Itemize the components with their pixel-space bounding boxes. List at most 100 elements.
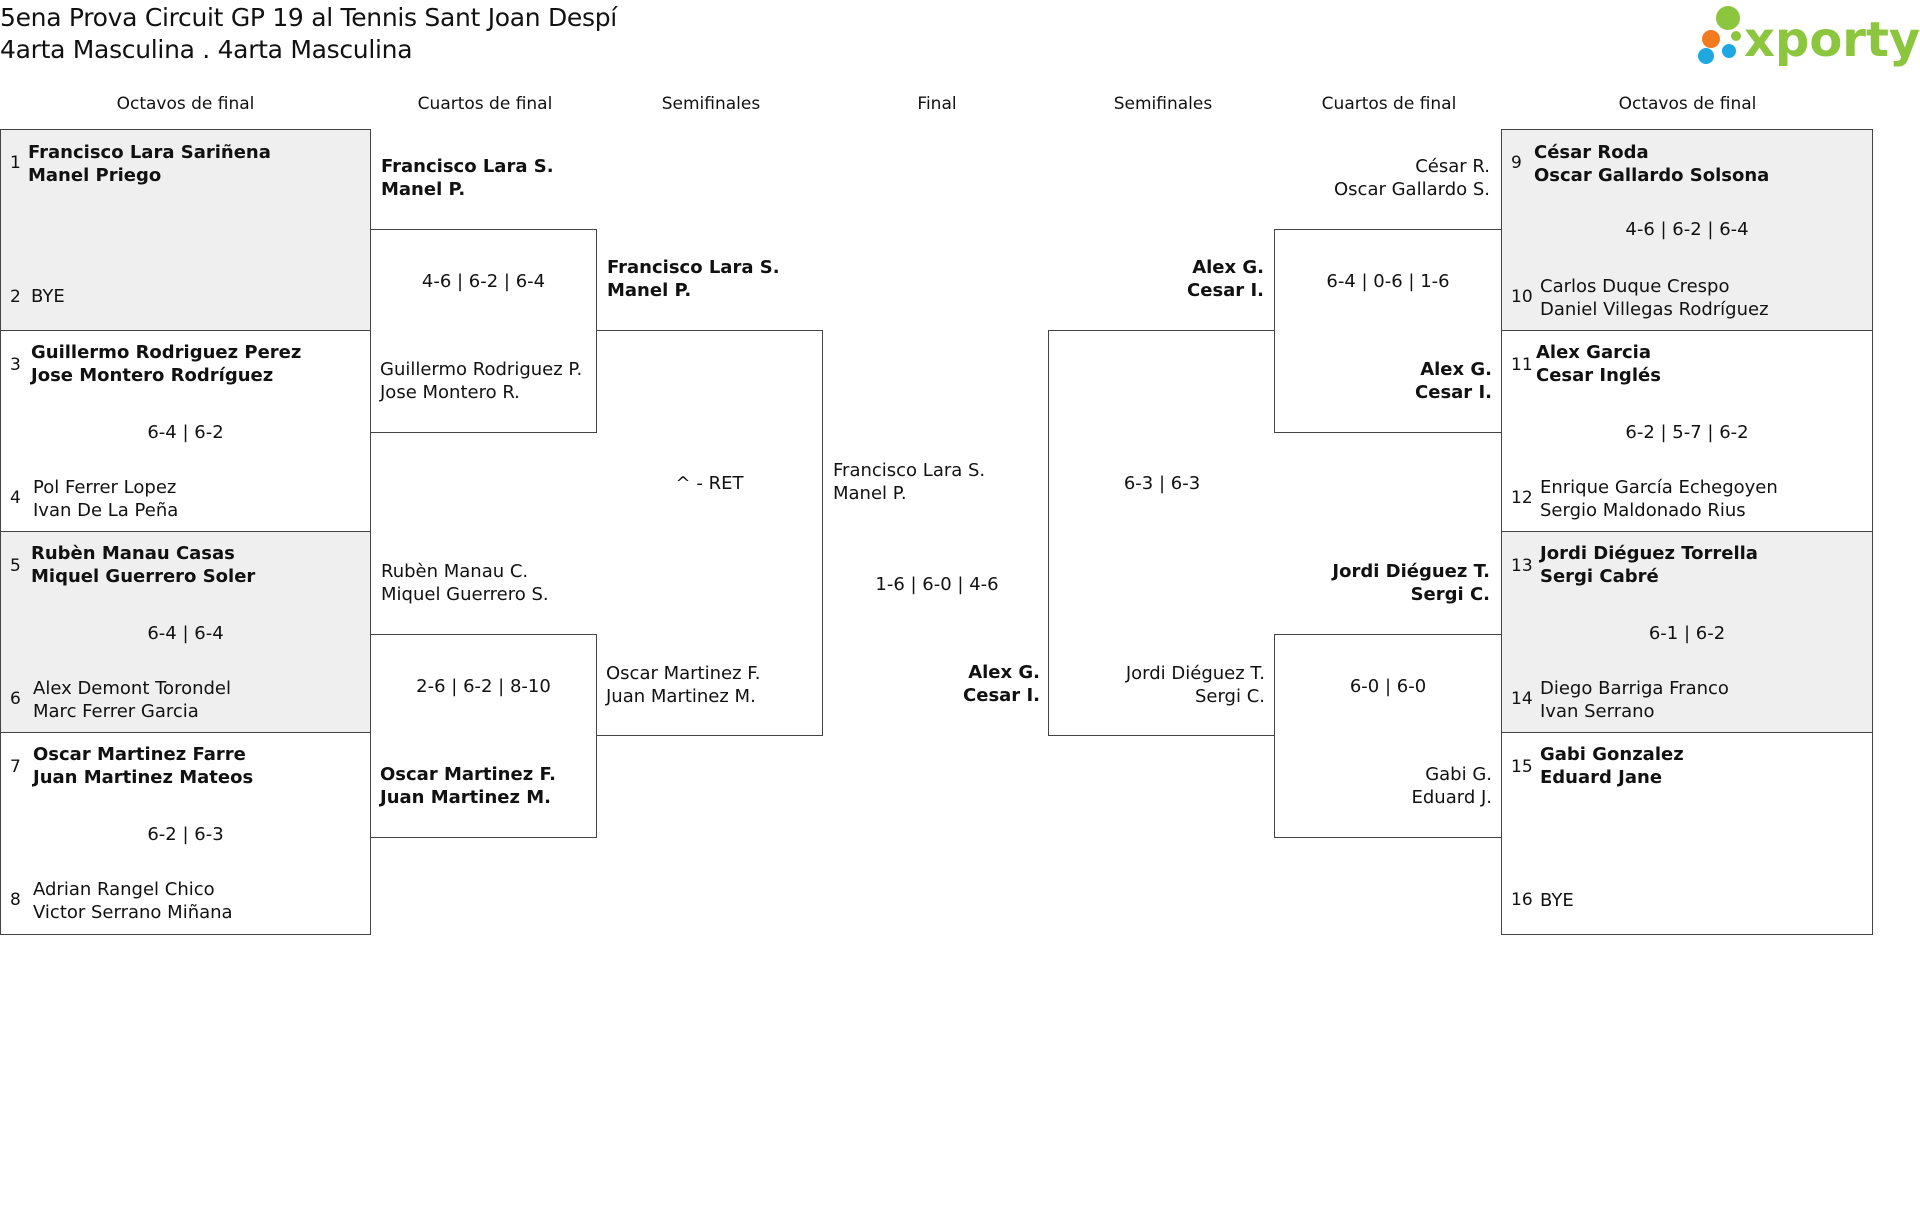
player-name: Sergi C. [1194, 686, 1265, 707]
player-name: Oscar Gallardo Solsona [1534, 165, 1770, 186]
round-header-qf-left: Cuartos de final [417, 94, 553, 114]
player-name: BYE [1540, 890, 1574, 911]
player-name: Cesar I. [1187, 280, 1264, 301]
player-name: Ivan Serrano [1540, 701, 1655, 722]
player-name: Eduard J. [1411, 787, 1493, 808]
match-r16-right-2[interactable]: 11 Alex Garcia Cesar Inglés 6-2 | 5-7 | … [1501, 330, 1873, 532]
player-name: Juan Martinez Mateos [33, 767, 254, 788]
player-name: Manel P. [381, 179, 466, 200]
player-name: Miquel Guerrero Soler [31, 566, 256, 587]
seed-number: 6 [10, 689, 21, 709]
team-a: Guillermo Rodriguez Perez Jose Montero R… [31, 341, 301, 387]
final-score: 1-6 | 6-0 | 4-6 [875, 574, 999, 595]
match-r16-right-4[interactable]: 15 Gabi Gonzalez Eduard Jane 16 BYE [1501, 732, 1873, 935]
player-name: Cesar I. [963, 685, 1040, 706]
seed-number: 1 [10, 153, 21, 173]
team-b: Gabi G. Eduard J. [1275, 763, 1493, 809]
player-name: Enrique García Echegoyen [1540, 477, 1778, 498]
team-b: Adrian Rangel Chico Victor Serrano Miñan… [33, 878, 233, 924]
team-b: Alex Demont Torondel Marc Ferrer Garcia [33, 677, 231, 723]
player-name: Carlos Duque Crespo [1540, 276, 1730, 297]
team-a: Rubèn Manau Casas Miquel Guerrero Soler [31, 542, 255, 588]
match-r16-left-4[interactable]: 7 Oscar Martinez Farre Juan Martinez Mat… [0, 732, 371, 935]
match-qf-left-2[interactable]: 2-6 | 6-2 | 8-10 Oscar Martinez F. Juan … [371, 634, 597, 838]
player-name: Cesar I. [1415, 382, 1492, 403]
team-b: Jordi Diéguez T. Sergi C. [1049, 662, 1265, 708]
player-name: Jose Montero Rodríguez [31, 365, 274, 386]
seed-number: 12 [1511, 488, 1533, 508]
player-name: Alex G. [1420, 359, 1492, 380]
match-score: 4-6 | 6-2 | 6-4 [421, 271, 546, 292]
seed-number: 9 [1511, 153, 1522, 173]
player-name: Jordi Diéguez T. [1125, 663, 1265, 684]
seed-number: 16 [1511, 890, 1533, 910]
final-team-b: Alex G. Cesar I. [824, 661, 1040, 707]
sf-right-team-a: Alex G. Cesar I. [1048, 256, 1264, 302]
player-name: Pol Ferrer Lopez [33, 477, 177, 498]
player-name: César Roda [1534, 142, 1649, 163]
player-name: Alex Garcia [1536, 342, 1651, 363]
match-qf-left-1[interactable]: 4-6 | 6-2 | 6-4 Guillermo Rodriguez P. J… [371, 229, 597, 433]
match-r16-right-3[interactable]: 13 Jordi Diéguez Torrella Sergi Cabré 6-… [1501, 531, 1873, 733]
player-name: Sergio Maldonado Rius [1540, 500, 1746, 521]
team-a: Oscar Martinez Farre Juan Martinez Mateo… [33, 743, 253, 789]
player-name: Sergi C. [1410, 584, 1490, 605]
team-b: Carlos Duque Crespo Daniel Villegas Rodr… [1540, 275, 1769, 321]
seed-number: 10 [1511, 287, 1533, 307]
match-r16-left-1[interactable]: 1 Francisco Lara Sariñena Manel Priego 2… [0, 129, 371, 331]
logo-text: xporty [1744, 12, 1920, 68]
category-title: 4arta Masculina . 4arta Masculina [0, 35, 413, 64]
team-b: Enrique García Echegoyen Sergio Maldonad… [1540, 476, 1778, 522]
match-score: ^ - RET [675, 473, 744, 494]
qf-right-1-team-a: César R. Oscar Gallardo S. [1275, 155, 1490, 201]
player-name: Sergi Cabré [1540, 566, 1659, 587]
player-name: Oscar Martinez Farre [33, 744, 246, 765]
match-score: 6-4 | 6-4 [147, 623, 224, 644]
match-qf-right-1[interactable]: 6-4 | 0-6 | 1-6 Alex G. Cesar I. [1274, 229, 1501, 433]
player-name: Daniel Villegas Rodríguez [1540, 299, 1769, 320]
seed-number: 7 [10, 757, 21, 777]
player-name: Juan Martinez M. [606, 686, 756, 707]
round-header-qf-right: Cuartos de final [1321, 94, 1457, 114]
player-name: Marc Ferrer Garcia [33, 701, 199, 722]
match-score: 6-2 | 6-3 [147, 824, 224, 845]
team-b: BYE [31, 285, 65, 308]
player-name: Manel Priego [28, 165, 162, 186]
seed-number: 2 [10, 287, 21, 307]
player-name: Jordi Diéguez Torrella [1540, 543, 1758, 564]
team-b: Oscar Martinez F. Juan Martinez M. [606, 662, 760, 708]
player-name: Manel P. [833, 483, 907, 504]
xporty-logo[interactable]: xporty [1698, 4, 1920, 74]
seed-number: 5 [10, 556, 21, 576]
team-b: BYE [1540, 889, 1574, 912]
player-name: Ivan De La Peña [33, 500, 179, 521]
match-sf-right[interactable]: 6-3 | 6-3 Jordi Diéguez T. Sergi C. [1048, 330, 1275, 736]
match-r16-left-2[interactable]: 3 Guillermo Rodriguez Perez Jose Montero… [0, 330, 371, 532]
seed-number: 13 [1511, 556, 1533, 576]
match-r16-right-1[interactable]: 9 César Roda Oscar Gallardo Solsona 4-6 … [1501, 129, 1873, 331]
match-score: 6-4 | 6-2 [147, 422, 224, 443]
player-name: Alex G. [968, 662, 1040, 683]
player-name: Miquel Guerrero S. [381, 584, 549, 605]
player-name: Jose Montero R. [380, 382, 520, 403]
match-r16-left-3[interactable]: 5 Rubèn Manau Casas Miquel Guerrero Sole… [0, 531, 371, 733]
player-name: Oscar Martinez F. [380, 764, 556, 785]
player-name: Francisco Lara S. [381, 156, 554, 177]
seed-number: 4 [10, 488, 21, 508]
round-header-sf-right: Semifinales [1113, 94, 1213, 114]
xporty-logo-icon: xporty [1698, 6, 1920, 68]
match-qf-right-2[interactable]: 6-0 | 6-0 Gabi G. Eduard J. [1274, 634, 1501, 838]
player-name: BYE [31, 286, 65, 307]
player-name: Rubèn Manau C. [381, 561, 529, 582]
player-name: Guillermo Rodriguez P. [380, 359, 583, 380]
match-score: 4-6 | 6-2 | 6-4 [1625, 219, 1749, 240]
match-sf-left[interactable]: ^ - RET Oscar Martinez F. Juan Martinez … [597, 330, 823, 736]
match-score: 6-0 | 6-0 [1349, 676, 1427, 697]
team-a: Alex Garcia Cesar Inglés [1536, 341, 1661, 387]
player-name: Eduard Jane [1540, 767, 1663, 788]
player-name: Francisco Lara S. [607, 257, 780, 278]
match-score: 2-6 | 6-2 | 8-10 [416, 676, 551, 697]
team-a: César Roda Oscar Gallardo Solsona [1534, 141, 1769, 187]
player-name: Cesar Inglés [1536, 365, 1661, 386]
player-name: Alex Demont Torondel [33, 678, 231, 699]
